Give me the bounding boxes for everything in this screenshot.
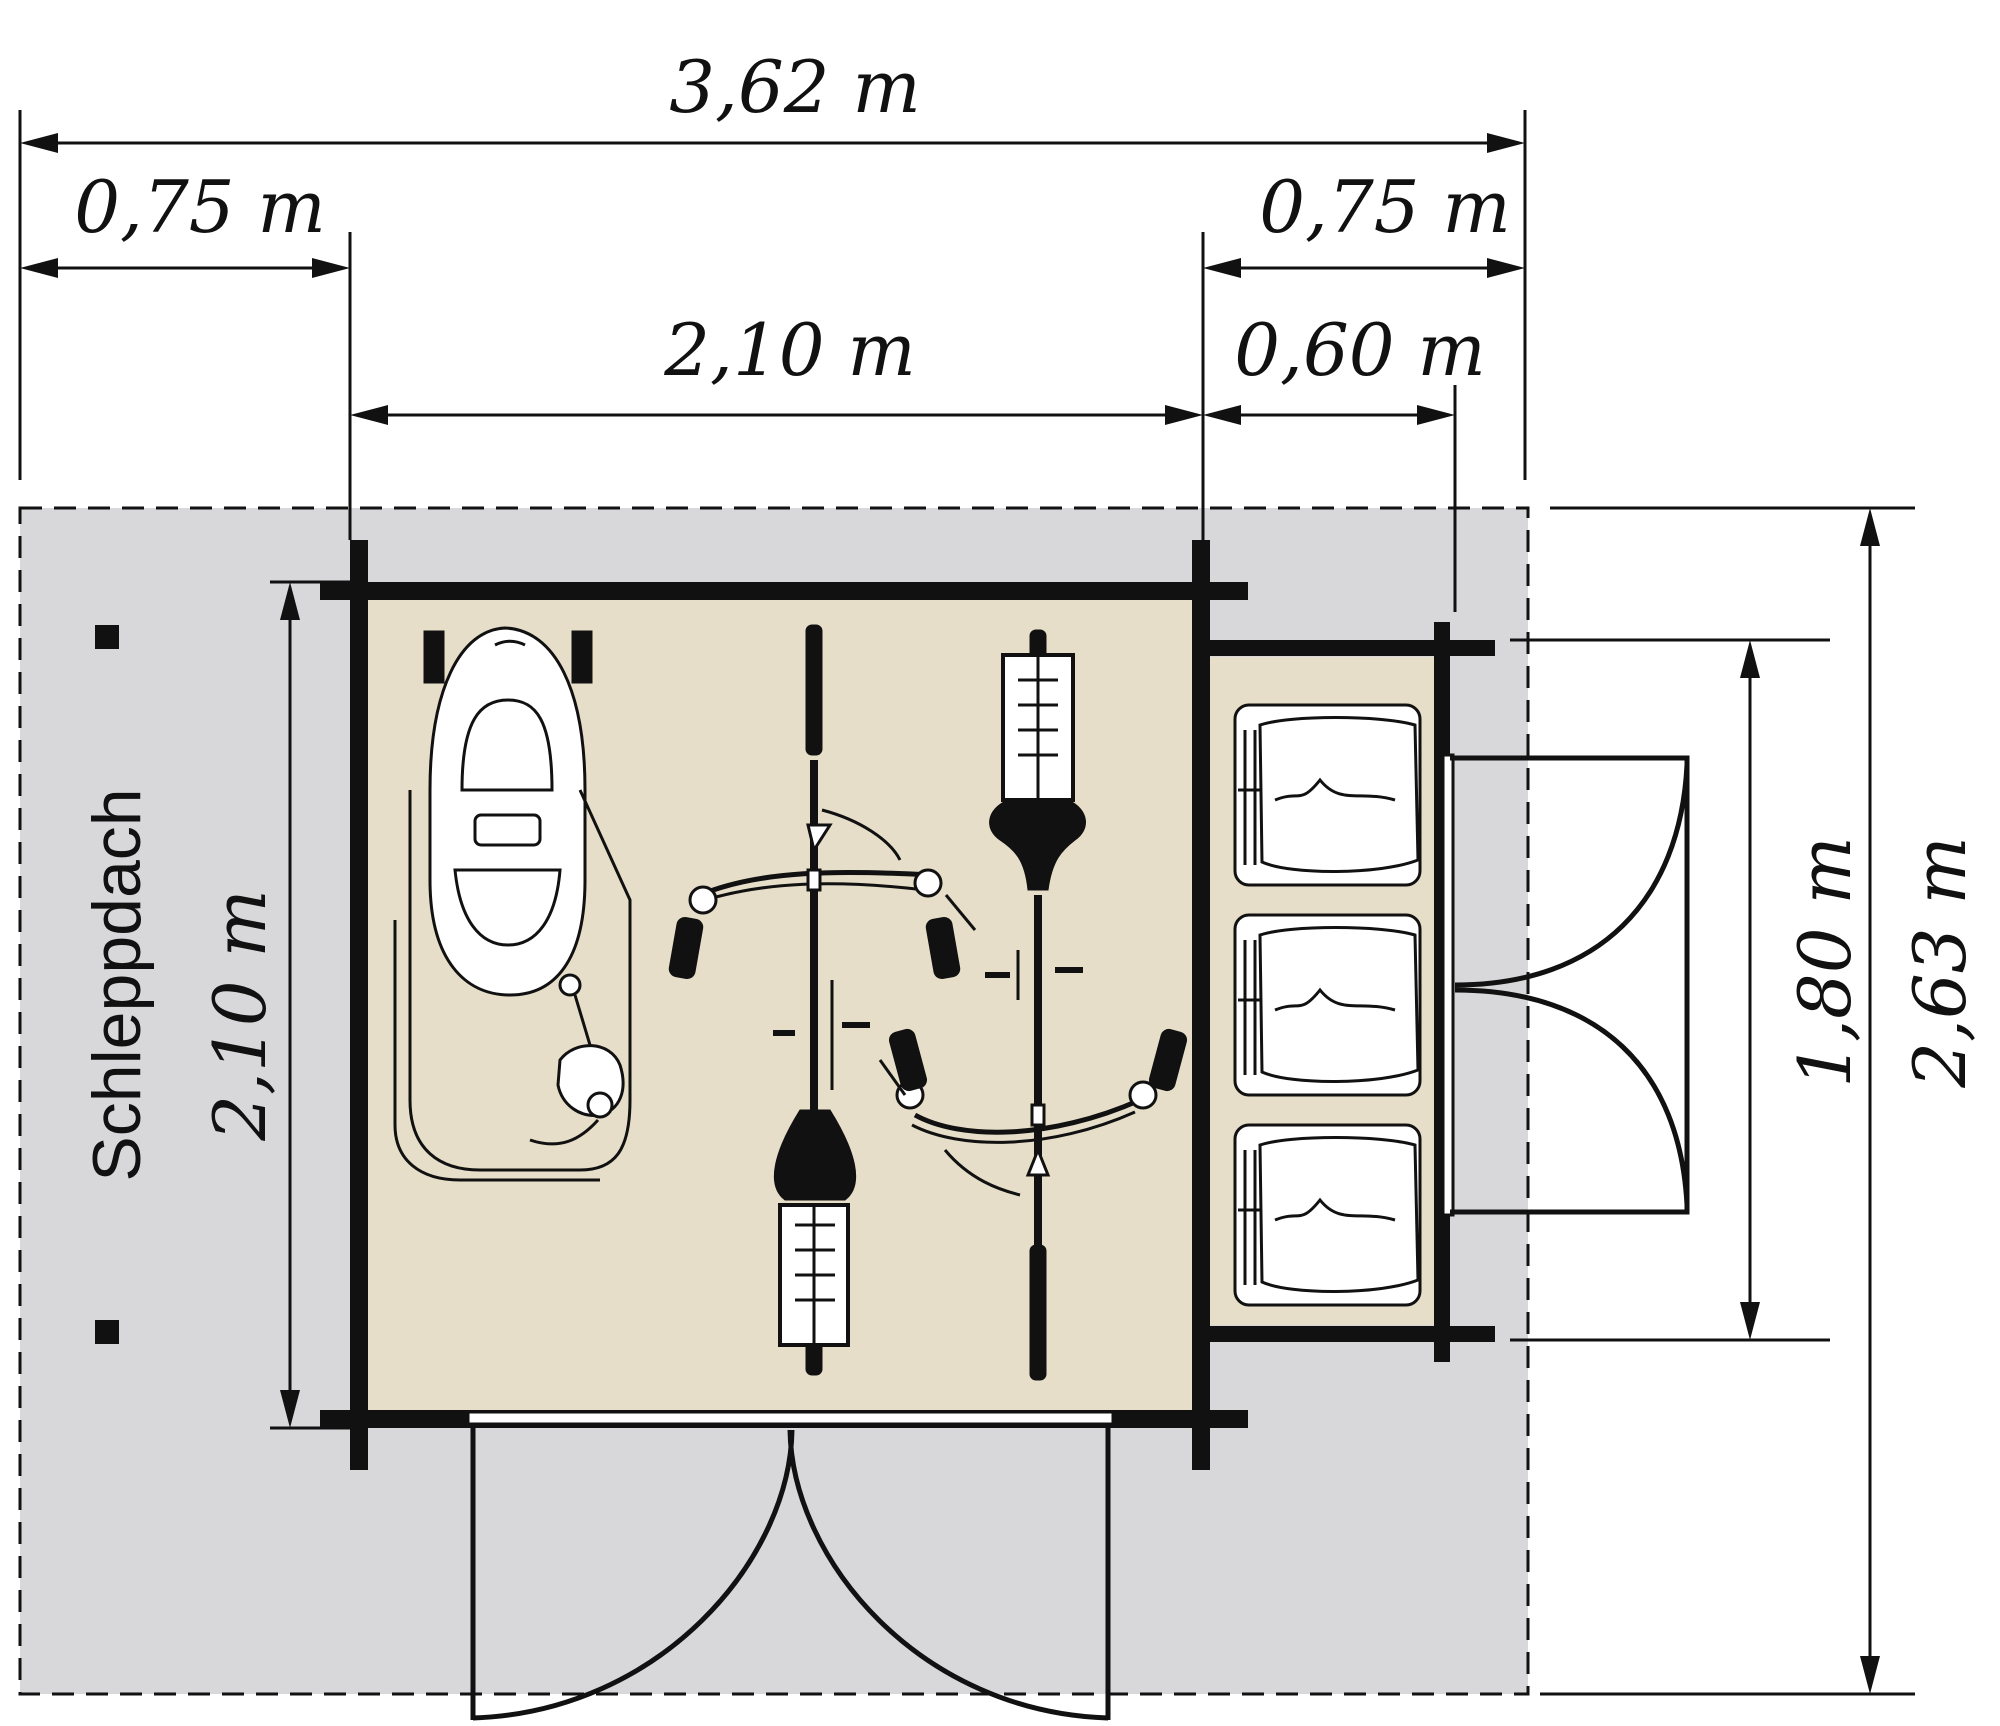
bicycle-icon: [668, 624, 977, 1376]
front-double-door: [466, 1410, 1115, 1721]
dim-side-shelf: 0,60 m: [1234, 308, 1485, 392]
ride-on-car-icon: [393, 626, 632, 1182]
roof-post: [95, 625, 119, 649]
shelf-wall-bottom: [1205, 1326, 1495, 1342]
dim-total-width: 3,62 m: [669, 45, 920, 129]
wall-right: [1192, 540, 1210, 1470]
shelf-wall-top: [1205, 640, 1495, 656]
dim-inner-depth: 2,10 m: [198, 889, 282, 1141]
side-door: [1441, 753, 1690, 1217]
dim-total-depth: 2,63 m: [1898, 836, 1982, 1088]
dim-inner-width: 2,10 m: [663, 308, 915, 392]
roof-post: [95, 1320, 119, 1344]
roof-dashed-outline: [18, 506, 1530, 1696]
roof-label: Schleppdach: [79, 788, 155, 1181]
dim-left-overhang: 0,75 m: [74, 165, 325, 249]
dim-right-overhang: 0,75 m: [1259, 165, 1510, 249]
wall-left: [350, 540, 368, 1470]
dim-side-depth: 1,80 m: [1783, 836, 1867, 1087]
wall-top: [320, 582, 1248, 600]
bicycle-icon: [878, 629, 1188, 1381]
wheelbarrow-icon: [1233, 703, 1422, 1307]
dimension-lines: [18, 110, 1915, 1696]
